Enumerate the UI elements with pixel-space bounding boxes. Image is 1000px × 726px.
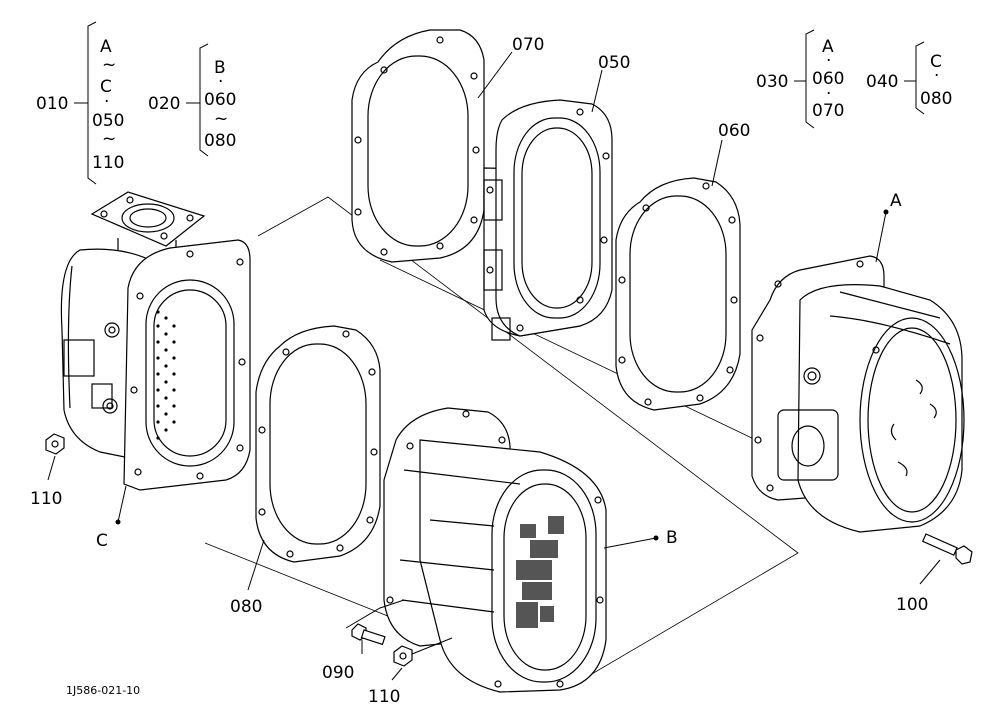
callout-A: A [875,191,902,263]
group-040-item-1: · [934,66,939,86]
group-020: 020 B · 060 ~ 080 [148,43,236,157]
callout-070: 070 [477,35,544,99]
group-010-item-2: C [100,77,112,97]
nut-110-left [45,433,65,455]
gasket-070 [351,29,485,263]
callout-110-left-label: 110 [30,489,62,509]
group-020-item-1: · [218,72,223,92]
callout-060: 060 [711,121,750,187]
figure-id: 1J586-021-10 [66,684,140,697]
group-020-item-3: ~ [214,109,228,129]
group-030-item-3: · [826,84,831,104]
callout-050: 050 [591,53,630,113]
callout-090: 090 [322,599,405,683]
callout-C: C [96,485,127,551]
outlet-muffler [751,255,965,533]
nut-110-bottom [393,645,413,667]
group-040-item-0: C [930,52,942,72]
group-040-item-2: 080 [920,89,952,109]
callout-A-label: A [890,191,902,211]
callout-080: 080 [230,539,265,617]
gasket-060 [615,177,741,411]
group-040: 040 C · 080 [866,41,952,115]
callout-100-label: 100 [896,595,928,615]
group-020-item-0: B [214,58,226,78]
callout-070-label: 070 [512,35,544,55]
inlet-perforations [156,310,176,440]
catalyst-050 [483,99,613,341]
group-040-ref: 040 [866,72,898,92]
callout-060-label: 060 [718,121,750,141]
callout-080-label: 080 [230,597,262,617]
inlet-housing [60,191,251,491]
group-020-item-2: 060 [204,90,236,110]
group-020-ref: 020 [148,94,180,114]
group-030-ref: 030 [756,72,788,92]
group-010-item-6: 110 [92,153,124,173]
callout-110-left: 110 [30,455,62,509]
group-030-item-1: · [826,51,831,71]
callout-110-bottom: 110 [368,637,453,707]
bolt-100 [921,533,973,565]
group-010-item-0: A [100,37,112,57]
group-010-item-1: ~ [102,55,116,75]
callout-050-label: 050 [598,53,630,73]
group-030-item-4: 070 [812,101,844,121]
group-030: 030 A · 060 · 070 [756,29,844,129]
group-020-item-4: 080 [204,131,236,151]
dpf-filter [383,407,607,693]
group-010-item-5: ~ [102,129,116,149]
group-010-ref: 010 [36,94,68,114]
filter-mesh-pattern [516,516,564,628]
group-030-item-2: 060 [812,69,844,89]
callout-C-label: C [96,531,108,551]
bolt-090 [351,623,386,646]
callout-B: B [603,528,678,549]
gasket-080 [255,325,381,563]
callout-110-bottom-label: 110 [368,687,400,707]
group-010: 010 A ~ C · 050 ~ 110 [36,21,124,185]
callout-090-label: 090 [322,663,354,683]
group-010-item-4: 050 [92,111,124,131]
callout-100: 100 [896,559,941,615]
callout-B-label: B [666,528,678,548]
group-030-item-0: A [822,37,834,57]
group-010-item-3: · [104,92,109,112]
